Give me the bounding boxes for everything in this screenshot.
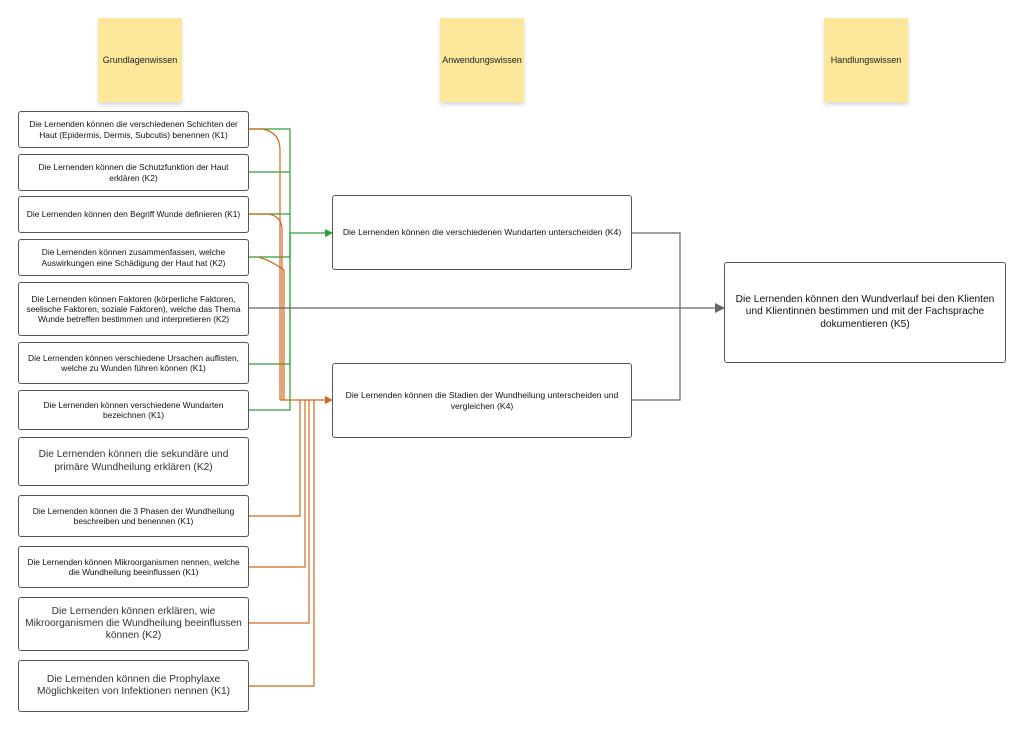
grundlagen-box-10: Die Lernenden können Mikroorganismen nen… xyxy=(18,546,249,588)
grundlagen-box-5: Die Lernenden können Faktoren (körperlic… xyxy=(18,282,249,336)
connector-orange-2 xyxy=(249,213,283,400)
grundlagen-box-7: Die Lernenden können verschiedene Wundar… xyxy=(18,390,249,430)
grundlagen-box-3: Die Lernenden können den Begriff Wunde d… xyxy=(18,196,249,233)
connector-green-4 xyxy=(249,233,291,258)
column-header-anwendung: Anwendungswissen xyxy=(440,18,524,102)
grundlagen-box-9: Die Lernenden können die 3 Phasen der Wu… xyxy=(18,495,249,537)
green-connectors xyxy=(249,128,333,411)
grundlagen-box-11: Die Lernenden können erklären, wie Mikro… xyxy=(18,597,249,651)
handlung-box-1: Die Lernenden können den Wundverlauf bei… xyxy=(724,262,1006,363)
connector-green-7 xyxy=(249,233,291,411)
anwendung-box-1: Die Lernenden können die verschiedenen W… xyxy=(332,195,632,270)
grundlagen-box-2: Die Lernenden können die Schutzfunktion … xyxy=(18,154,249,191)
connector-gray-a1 xyxy=(632,232,681,308)
connector-orange-12 xyxy=(249,400,315,687)
grundlagen-box-12: Die Lernenden können die Prophylaxe Mögl… xyxy=(18,660,249,712)
connector-orange-10 xyxy=(249,400,306,568)
connector-orange-9 xyxy=(249,400,301,517)
connector-orange-11 xyxy=(249,400,310,624)
orange-connectors xyxy=(249,128,333,687)
grundlagen-box-4: Die Lernenden können zusammenfassen, wel… xyxy=(18,239,249,276)
grundlagen-box-6: Die Lernenden können verschiedene Ursach… xyxy=(18,342,249,384)
gray-connectors xyxy=(249,232,725,401)
connector-gray-a2 xyxy=(632,308,681,401)
column-header-grundlagen: Grundlagenwissen xyxy=(98,18,182,102)
grundlagen-box-1: Die Lernenden können die verschiedenen S… xyxy=(18,111,249,148)
anwendung-box-2: Die Lernenden können die Stadien der Wun… xyxy=(332,363,632,438)
connector-green-1 xyxy=(249,128,291,233)
connector-orange-1 xyxy=(249,128,281,400)
column-header-handlung: Handlungswissen xyxy=(824,18,908,102)
grundlagen-box-8: Die Lernenden können die sekundäre und p… xyxy=(18,437,249,486)
connector-orange-4 xyxy=(257,256,285,400)
